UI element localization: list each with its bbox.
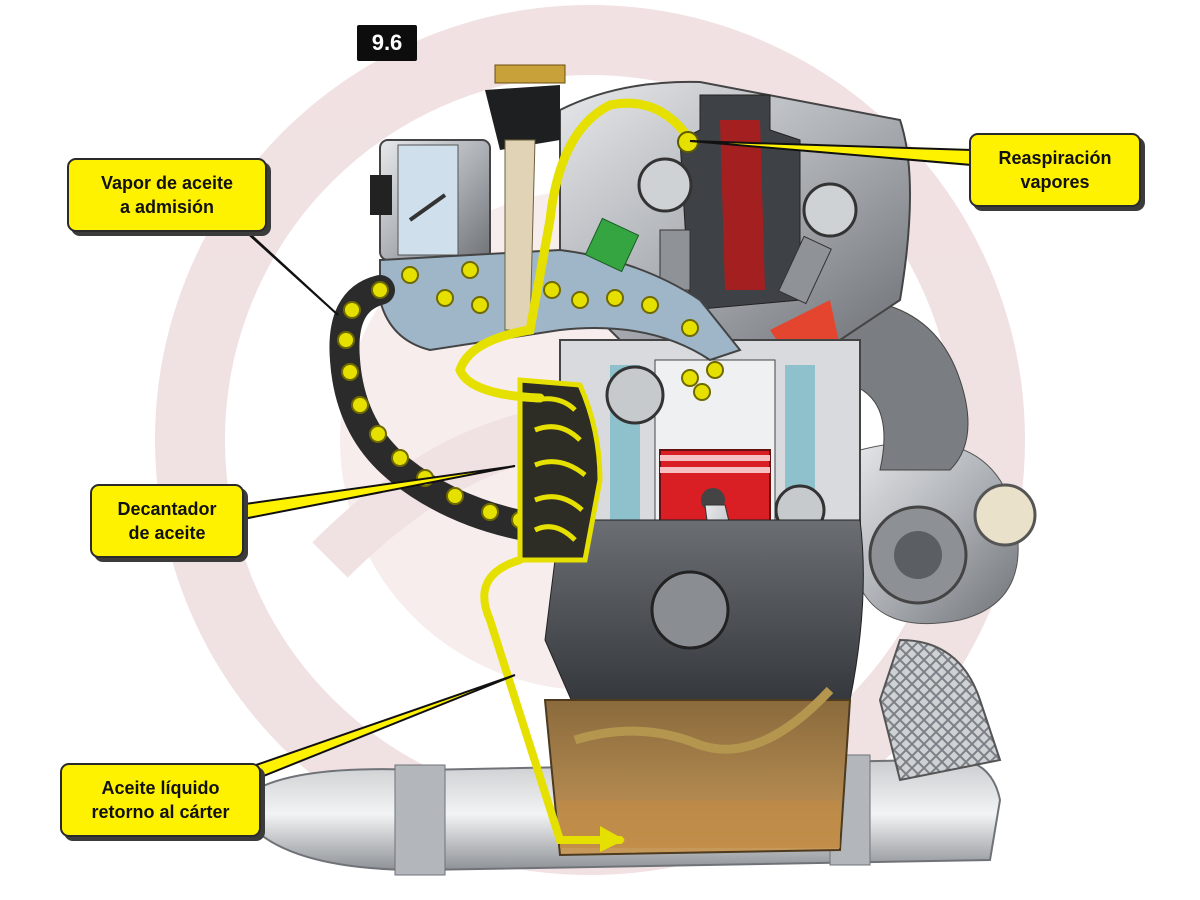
crankcase	[544, 519, 864, 721]
vapor-flow-line	[455, 98, 695, 403]
oil-sump	[543, 686, 852, 857]
oil-filler	[485, 64, 640, 331]
callout-leaders	[235, 140, 973, 789]
throttle-body	[370, 139, 491, 261]
callout-oil-vapor-to-intake: Vapor de aceite a admisión	[67, 158, 267, 232]
oil-separator	[517, 377, 603, 563]
callout-oil-separator: Decantador de aceite	[90, 484, 244, 558]
callout-vapor-reaspiration: Reaspiración vapores	[969, 133, 1141, 207]
return-arrow	[600, 826, 625, 852]
oil-return-line	[480, 556, 624, 844]
figure-number: 9.6	[357, 25, 417, 61]
callout-liquid-oil-return: Aceite líquido retorno al cárter	[60, 763, 261, 837]
